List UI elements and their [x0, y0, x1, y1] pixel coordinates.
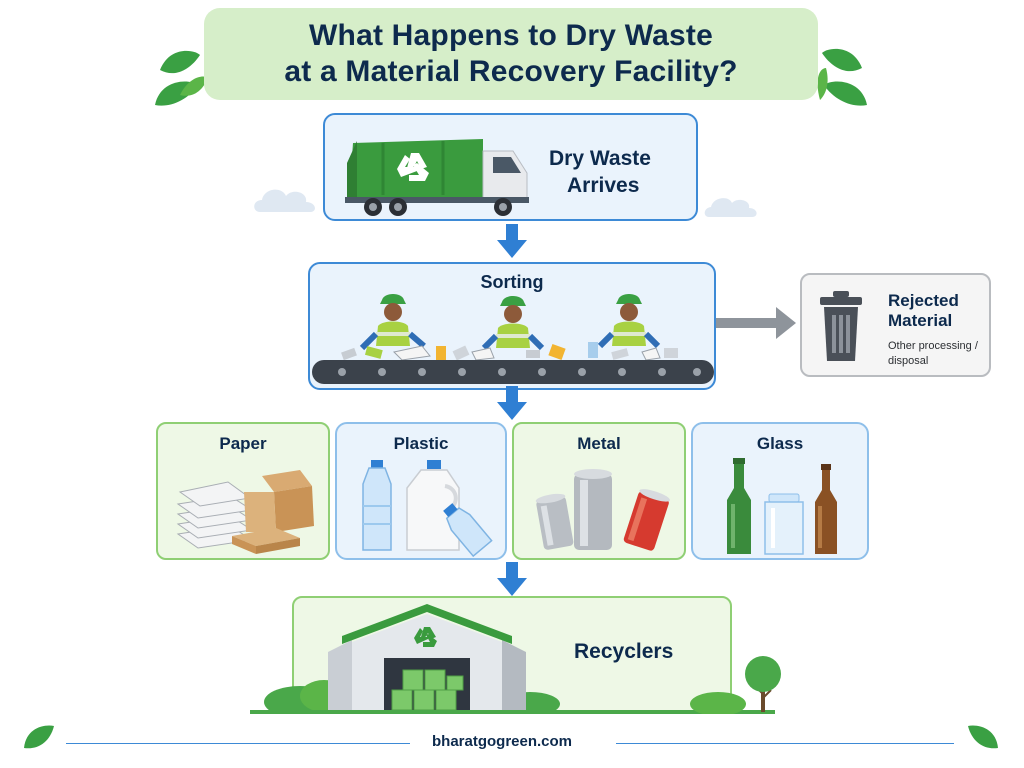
category-metal-label: Metal	[577, 434, 621, 453]
glass-bottle-icon	[727, 458, 837, 555]
recycle-icon	[397, 153, 429, 181]
paper-stack-icon	[176, 470, 314, 554]
sorting-label: Sorting	[480, 272, 544, 292]
tree-icon	[745, 656, 781, 712]
truck-icon	[345, 139, 529, 216]
step-sorting-panel: Sorting	[308, 262, 716, 390]
category-paper-label: Paper	[219, 434, 267, 453]
footer-line-right	[616, 743, 954, 744]
recycle-icon	[414, 627, 437, 647]
arrival-label: Dry Waste Arrives	[549, 145, 651, 199]
footer-line-left	[66, 743, 410, 744]
arrival-label-line-1: Dry Waste	[549, 147, 651, 170]
rejected-label-line-1: Rejected	[888, 291, 959, 310]
arrow-right-icon	[716, 307, 796, 339]
arrow-down-icon	[497, 562, 527, 596]
bush-icon	[690, 692, 746, 714]
category-paper-panel: Paper	[156, 422, 330, 560]
plastic-bottle-icon	[362, 460, 493, 558]
arrow-down-icon	[497, 224, 527, 258]
category-plastic-label: Plastic	[393, 434, 449, 453]
rejected-material-panel: Rejected Material Other processing / dis…	[800, 273, 991, 377]
rejected-label-line-2: Material	[888, 311, 953, 330]
metal-can-icon	[535, 469, 670, 551]
rejected-note: Other processing / disposal	[888, 339, 978, 369]
leaf-icon	[817, 48, 867, 106]
cloud-icon	[704, 198, 757, 217]
rejected-label: Rejected Material	[888, 291, 959, 331]
worker-icon	[481, 296, 545, 351]
trash-bin-icon	[820, 291, 862, 361]
footer-site-link[interactable]: bharatgogreen.com	[432, 733, 573, 750]
step-arrival-panel: Dry Waste Arrives	[323, 113, 698, 221]
recyclers-label: Recyclers	[574, 640, 674, 663]
leaf-icon	[155, 50, 208, 106]
category-glass-panel: Glass	[691, 422, 869, 560]
title-line-2: at a Material Recovery Facility?	[284, 55, 738, 88]
title-banner: What Happens to Dry Waste at a Material …	[204, 8, 818, 100]
leaf-icon	[24, 725, 54, 749]
category-glass-label: Glass	[756, 434, 804, 453]
warehouse-icon	[262, 604, 562, 714]
conveyor-icon	[312, 294, 714, 384]
title-line-1: What Happens to Dry Waste	[309, 19, 713, 52]
arrow-down-icon	[497, 386, 527, 420]
worker-icon	[359, 294, 426, 351]
cloud-icon	[254, 189, 315, 212]
rejected-note-line-2: disposal	[888, 355, 929, 367]
arrival-label-line-2: Arrives	[567, 174, 640, 197]
category-plastic-panel: Plastic	[335, 422, 507, 560]
ground-line	[250, 710, 775, 714]
rejected-note-line-1: Other processing /	[888, 340, 978, 352]
category-metal-panel: Metal	[512, 422, 686, 560]
leaf-icon	[968, 725, 998, 749]
worker-icon	[597, 294, 661, 349]
